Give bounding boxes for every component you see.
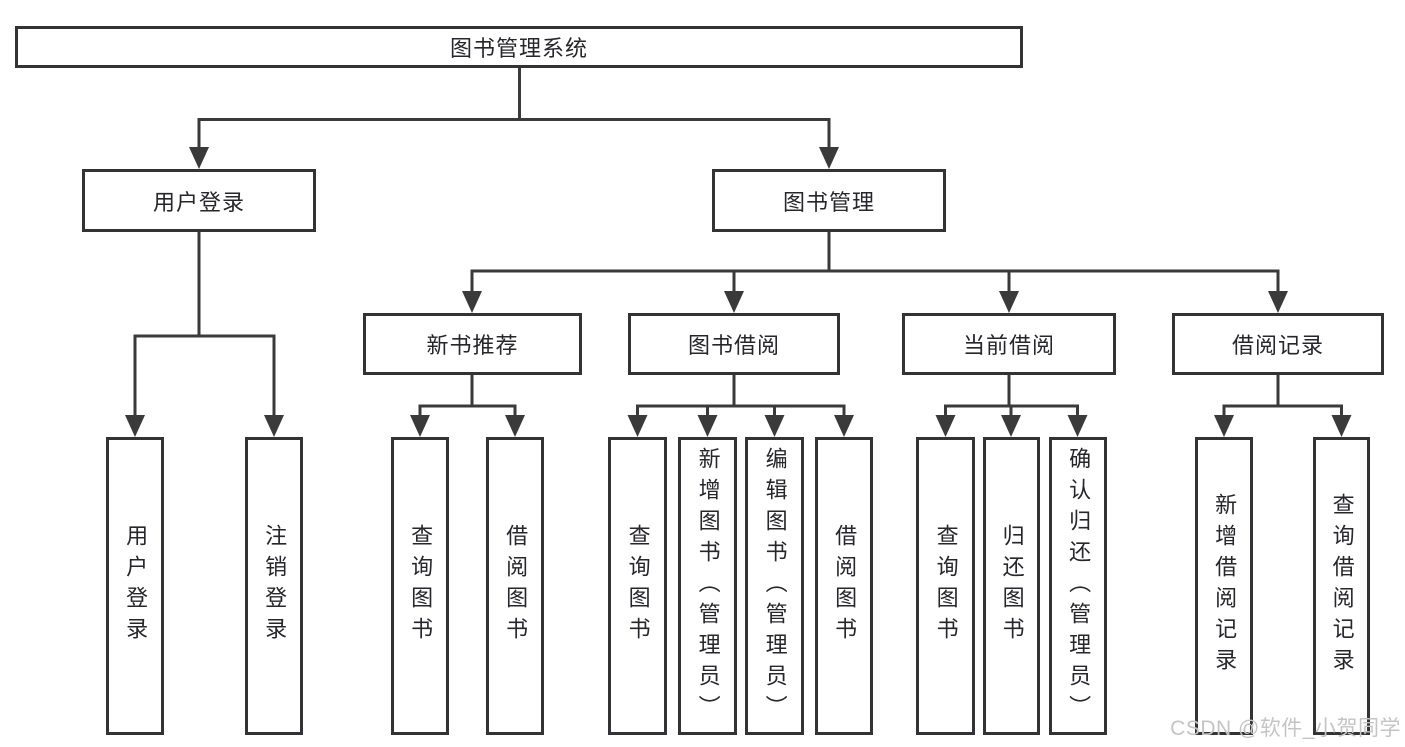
leaf-cb-return-books: 归还图书 xyxy=(983,437,1040,735)
arrow-icon xyxy=(1268,291,1288,313)
leaf-bb-borrow-books: 借阅图书 xyxy=(815,437,873,735)
node-book-borrowing-label: 图书借阅 xyxy=(687,333,780,358)
leaf-nb-query-books-label: 查询图书 xyxy=(408,524,434,648)
arrow-icon xyxy=(697,415,718,437)
arrow-icon xyxy=(462,291,482,313)
leaf-bb-add-books-label: 新增图书（管理员） xyxy=(695,446,721,726)
node-borrowing-records-label: 借阅记录 xyxy=(1231,333,1324,358)
arrow-icon xyxy=(999,291,1019,313)
node-current-borrowing: 当前借阅 xyxy=(902,313,1116,375)
leaf-logout-label: 注销登录 xyxy=(262,524,288,648)
node-root: 图书管理系统 xyxy=(15,26,1023,68)
leaf-user-login: 用户登录 xyxy=(106,437,164,735)
connector-root-branch xyxy=(197,68,831,147)
leaf-cb-confirm-return: 确认归还（管理员） xyxy=(1049,437,1107,735)
arrow-icon xyxy=(125,415,145,437)
leaf-bb-edit-books: 编辑图书（管理员） xyxy=(745,437,804,735)
leaf-bb-borrow-books-label: 借阅图书 xyxy=(832,524,858,648)
leaf-bb-add-books: 新增图书（管理员） xyxy=(678,437,737,735)
connector-new-book-branch xyxy=(418,375,517,415)
node-new-book-recommend: 新书推荐 xyxy=(363,313,582,375)
arrow-icon xyxy=(764,415,785,437)
leaf-br-add-record-label: 新增借阅记录 xyxy=(1212,493,1238,679)
node-book-management-label: 图书管理 xyxy=(782,189,875,215)
node-book-management: 图书管理 xyxy=(712,169,946,232)
leaf-logout: 注销登录 xyxy=(245,437,303,735)
arrow-icon xyxy=(1001,415,1021,437)
leaf-cb-query-books: 查询图书 xyxy=(916,437,975,735)
arrow-icon xyxy=(1331,415,1352,437)
arrow-icon xyxy=(1214,415,1234,437)
arrow-icon xyxy=(189,147,209,169)
leaf-br-query-record: 查询借阅记录 xyxy=(1313,437,1370,735)
node-book-borrowing: 图书借阅 xyxy=(628,313,840,375)
csdn-watermark: CSDN @软件_小贺同学 xyxy=(1170,717,1401,740)
leaf-bb-edit-books-label: 编辑图书（管理员） xyxy=(762,446,788,726)
leaf-bb-query-books: 查询图书 xyxy=(608,437,667,735)
node-borrowing-records: 借阅记录 xyxy=(1172,313,1384,375)
arrow-icon xyxy=(834,415,854,437)
arrow-icon xyxy=(264,415,284,437)
leaf-bb-query-books-label: 查询图书 xyxy=(625,524,651,648)
leaf-cb-confirm-return-label: 确认归还（管理员） xyxy=(1066,446,1092,726)
leaf-nb-query-books: 查询图书 xyxy=(391,437,449,735)
connector-book-mgmt-branch xyxy=(470,232,1280,291)
arrow-icon xyxy=(505,415,525,437)
arrow-icon xyxy=(819,147,839,169)
leaf-user-login-label: 用户登录 xyxy=(123,524,149,648)
leaf-br-query-record-label: 查询借阅记录 xyxy=(1329,493,1355,679)
node-new-book-recommend-label: 新书推荐 xyxy=(426,333,519,358)
connector-user-login-branch xyxy=(133,232,276,415)
leaf-br-add-record: 新增借阅记录 xyxy=(1195,437,1253,735)
arrow-icon xyxy=(627,415,648,437)
node-user-login-label: 用户登录 xyxy=(152,189,245,215)
leaf-cb-return-books-label: 归还图书 xyxy=(999,524,1025,648)
node-user-login: 用户登录 xyxy=(82,169,316,232)
connector-borrowing-records-branch xyxy=(1222,375,1343,415)
connector-book-borrowing-branch xyxy=(636,375,846,415)
node-current-borrowing-label: 当前借阅 xyxy=(962,333,1055,358)
leaf-cb-query-books-label: 查询图书 xyxy=(933,524,959,648)
arrow-icon xyxy=(935,415,956,437)
arrow-icon xyxy=(410,415,430,437)
leaf-nb-borrow-books-label: 借阅图书 xyxy=(503,524,529,648)
connector-current-borrowing-branch xyxy=(944,375,1079,415)
arrow-icon xyxy=(1067,415,1088,437)
node-root-label: 图书管理系统 xyxy=(449,36,588,61)
arrow-icon xyxy=(724,291,744,313)
arrowheads xyxy=(125,147,1352,437)
leaf-nb-borrow-books: 借阅图书 xyxy=(486,437,544,735)
